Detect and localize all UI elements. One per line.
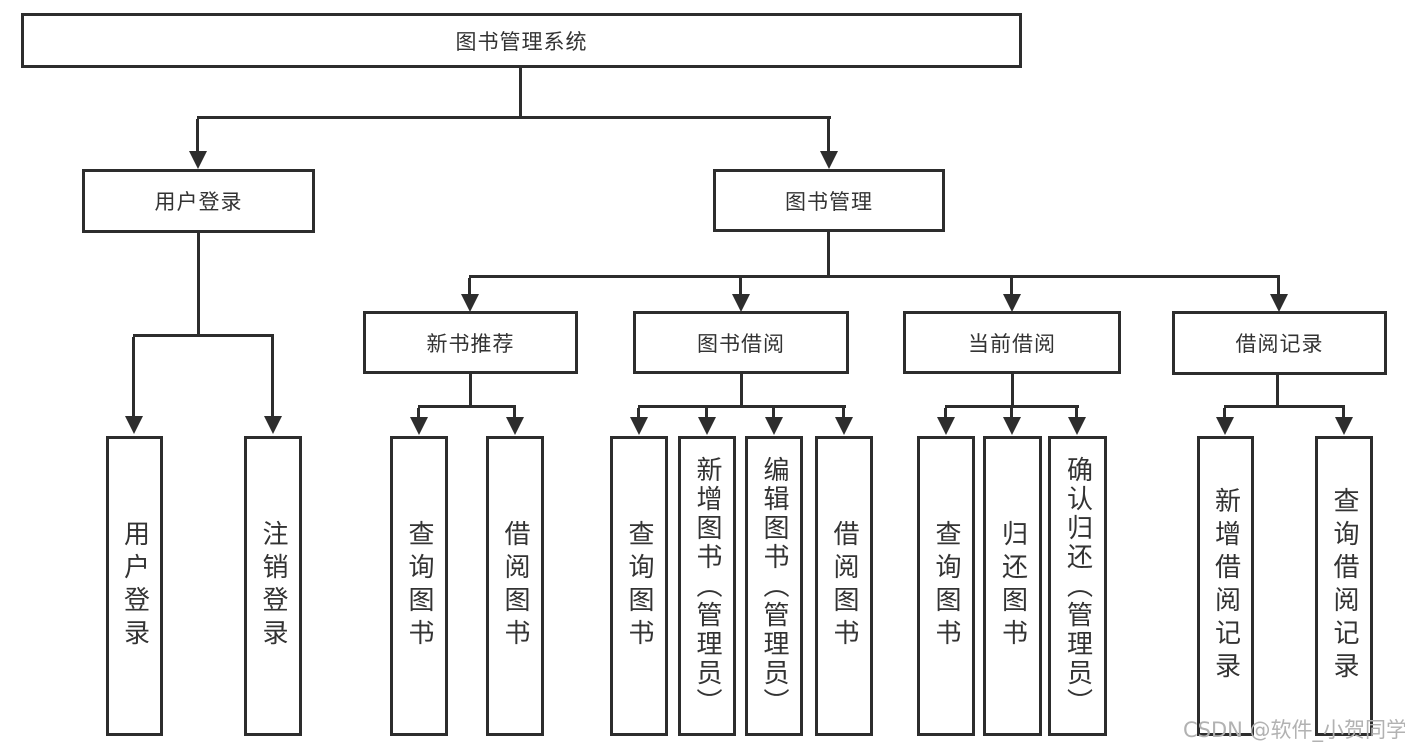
csdn-watermark: CSDN @软件_小贺同学 (1183, 718, 1405, 742)
node-user-login-label: 用户登录 (154, 190, 243, 214)
arrow-down-to-br-add (1216, 408, 1234, 435)
arrow-down-to-cb-return (1003, 408, 1021, 435)
connector-book-mgmt-vline (827, 230, 830, 277)
leaf-bb-add: 新增图书（管理员） (678, 436, 736, 736)
leaf-logout: 注销登录 (244, 436, 302, 736)
connector-current-borrow-hline (945, 405, 1079, 408)
arrow-down-to-bb-query (630, 408, 648, 435)
leaf-bb-edit-label: 编辑图书（管理员） (759, 455, 789, 717)
arrow-down-to-book-borrow (732, 278, 750, 312)
leaf-br-query-label: 查询借阅记录 (1329, 487, 1359, 685)
arrow-down-to-current-borrow (1003, 278, 1021, 312)
leaf-cb-return-label: 归还图书 (997, 520, 1028, 652)
node-borrow-record: 借阅记录 (1172, 311, 1387, 375)
arrow-down-to-cb-query (937, 408, 955, 435)
arrow-down-to-bb-edit (765, 408, 783, 435)
connector-new-book-rec-hline (418, 405, 516, 408)
arrow-down-to-bb-add (698, 408, 716, 435)
leaf-br-add: 新增借阅记录 (1197, 436, 1254, 736)
node-book-mgmt-label: 图书管理 (785, 189, 873, 214)
leaf-cb-confirm: 确认归还（管理员） (1048, 436, 1107, 736)
node-book-mgmt: 图书管理 (713, 169, 945, 232)
connector-user-login-vline (197, 231, 200, 336)
arrow-down-to-nb-query (410, 408, 428, 435)
arrow-down-to-new-book-rec (461, 278, 479, 312)
leaf-bb-query: 查询图书 (610, 436, 668, 736)
arrow-down-to-borrow-record (1270, 278, 1288, 312)
leaf-user-login: 用户登录 (106, 436, 163, 736)
node-new-book-rec-label: 新书推荐 (426, 331, 515, 356)
node-book-borrow: 图书借阅 (633, 311, 849, 374)
connector-current-borrow-vline (1011, 372, 1014, 407)
node-book-borrow-label: 图书借阅 (697, 331, 785, 356)
arrow-down-to-user-login (189, 119, 207, 169)
leaf-cb-query: 查询图书 (917, 436, 975, 736)
connector-new-book-rec-vline (469, 372, 472, 407)
leaf-nb-borrow-label: 借阅图书 (500, 520, 530, 652)
node-current-borrow: 当前借阅 (903, 311, 1121, 374)
connector-root-hline (197, 116, 831, 119)
arrow-down-to-leaf-user-login (125, 337, 143, 434)
leaf-bb-borrow-label: 借阅图书 (829, 520, 859, 652)
leaf-logout-label: 注销登录 (258, 520, 288, 652)
arrow-down-to-leaf-logout (264, 337, 282, 434)
leaf-br-query: 查询借阅记录 (1315, 436, 1373, 736)
leaf-nb-query-label: 查询图书 (404, 520, 434, 652)
connector-book-mgmt-hline (469, 275, 1280, 278)
connector-borrow-record-vline (1276, 373, 1279, 407)
connector-book-borrow-hline (638, 405, 846, 408)
node-borrow-record-label: 借阅记录 (1235, 332, 1324, 356)
node-root-label: 图书管理系统 (455, 29, 588, 54)
leaf-bb-query-label: 查询图书 (624, 520, 654, 652)
connector-root-vline (519, 66, 522, 118)
arrow-down-to-cb-confirm (1068, 408, 1086, 435)
node-current-borrow-label: 当前借阅 (968, 331, 1056, 356)
leaf-cb-return: 归还图书 (983, 436, 1042, 736)
leaf-nb-borrow: 借阅图书 (486, 436, 544, 736)
node-user-login: 用户登录 (82, 169, 315, 233)
connector-book-borrow-vline (740, 372, 743, 407)
leaf-br-add-label: 新增借阅记录 (1210, 487, 1241, 685)
leaf-bb-add-label: 新增图书（管理员） (692, 455, 722, 717)
connector-borrow-record-hline (1224, 405, 1345, 408)
arrow-down-to-book-mgmt (820, 119, 838, 169)
node-root: 图书管理系统 (21, 13, 1022, 68)
node-new-book-rec: 新书推荐 (363, 311, 578, 374)
arrow-down-to-bb-borrow (835, 408, 853, 435)
arrow-down-to-br-query (1335, 408, 1353, 435)
leaf-cb-query-label: 查询图书 (931, 520, 961, 652)
leaf-user-login-label: 用户登录 (119, 520, 150, 652)
connector-user-login-hline (133, 334, 274, 337)
leaf-nb-query: 查询图书 (390, 436, 448, 736)
leaf-bb-borrow: 借阅图书 (815, 436, 873, 736)
arrow-down-to-nb-borrow (506, 408, 524, 435)
leaf-cb-confirm-label: 确认归还（管理员） (1062, 455, 1093, 717)
leaf-bb-edit: 编辑图书（管理员） (745, 436, 803, 736)
